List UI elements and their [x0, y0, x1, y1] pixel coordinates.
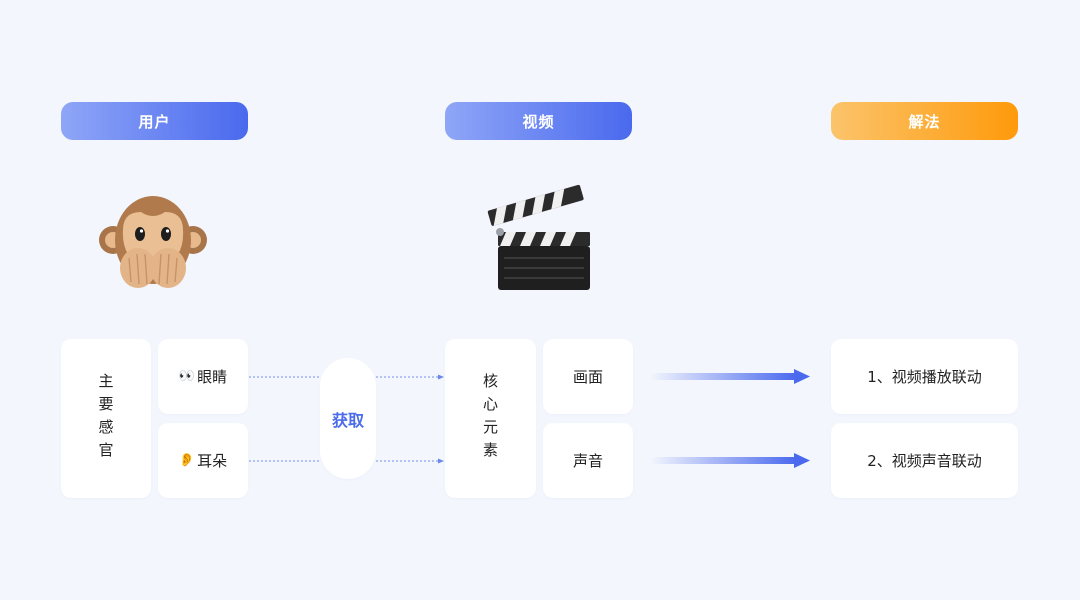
- ear-icon: 👂: [178, 453, 196, 468]
- solution-item-2-label: 2、视频声音联动: [867, 452, 982, 470]
- sound-label: 声音: [572, 452, 603, 470]
- clapperboard-icon: [487, 184, 590, 290]
- ears-card: 👂 耳朵: [158, 423, 248, 498]
- get-to-core-connector-top: [376, 374, 444, 380]
- user-column-header: 用户: [61, 102, 248, 140]
- sound-card: 声音: [543, 423, 633, 498]
- picture-to-solution-arrow: [650, 369, 810, 384]
- core-elements-label: 核心元素: [481, 372, 499, 465]
- solution-item-video-play-linkage: 1、视频播放联动: [831, 339, 1018, 414]
- eyes-icon: 👀: [178, 369, 196, 384]
- main-senses-card: 主要感官: [61, 339, 151, 498]
- sound-to-solution-arrow: [650, 453, 810, 468]
- picture-card: 画面: [543, 339, 633, 414]
- video-column-header: 视频: [445, 102, 632, 140]
- get-label: 获取: [331, 410, 364, 430]
- get-to-core-connector-bottom: [376, 458, 444, 464]
- core-elements-card: 核心元素: [445, 339, 536, 498]
- eyes-card: 👀 眼睛: [158, 339, 248, 414]
- main-senses-label: 主要感官: [96, 372, 115, 465]
- eyes-label: 眼睛: [197, 368, 228, 386]
- ears-label: 耳朵: [197, 452, 228, 470]
- solution-column-header: 解法: [831, 102, 1018, 140]
- solution-item-1-label: 1、视频播放联动: [867, 368, 982, 386]
- see-no-evil-monkey-icon: [99, 196, 207, 288]
- get-node: 获取: [320, 358, 376, 479]
- solution-item-video-sound-linkage: 2、视频声音联动: [831, 423, 1018, 498]
- picture-label: 画面: [572, 368, 603, 386]
